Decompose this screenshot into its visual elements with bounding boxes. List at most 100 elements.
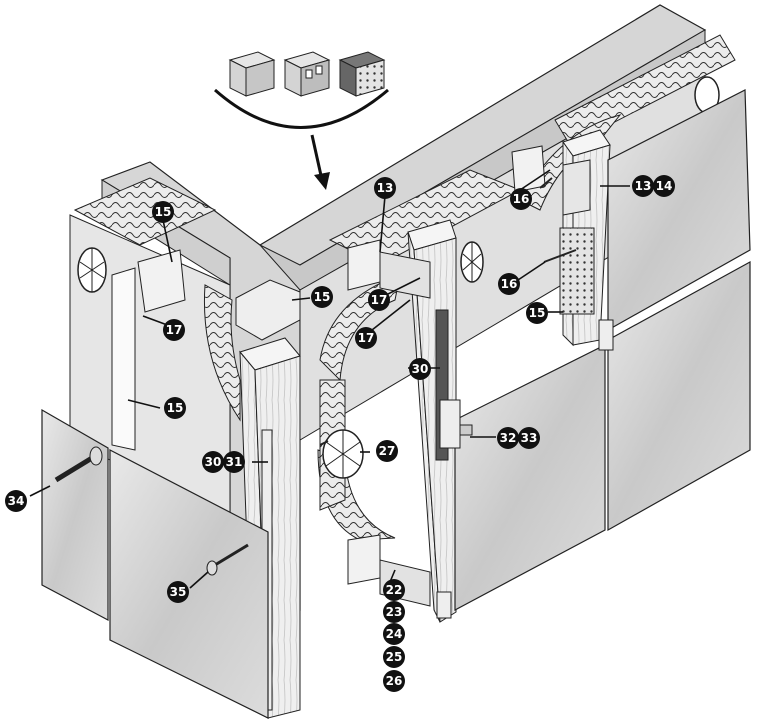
callout-17: 17 — [163, 319, 185, 341]
callout-15: 15 — [526, 302, 548, 324]
callout-label: 15 — [314, 290, 331, 304]
panel-clip — [598, 319, 614, 351]
callout-badge — [163, 319, 185, 341]
callout-label: 31 — [226, 455, 243, 469]
wall-bracket — [235, 279, 301, 341]
concrete-block-icon — [228, 51, 276, 97]
callout-26: 26 — [383, 670, 405, 692]
callout-badge — [5, 490, 27, 512]
callout-badge — [355, 327, 377, 349]
callout-badge — [167, 581, 189, 603]
panel-clip — [439, 399, 473, 449]
callout-label: 32 — [500, 431, 517, 445]
leader-lines — [29, 169, 630, 589]
callout-label: 34 — [8, 494, 25, 508]
screw-icon — [206, 543, 249, 576]
callout-label: 25 — [386, 650, 403, 664]
callout-badge — [383, 601, 405, 623]
arrow-head-icon — [314, 172, 330, 190]
arrow-down-icon — [310, 134, 324, 181]
callout-15: 15 — [164, 397, 186, 419]
callout-15: 15 — [152, 201, 174, 223]
wall-bracket — [137, 249, 186, 313]
callout-30: 30 — [409, 358, 431, 380]
callout-label: 17 — [358, 331, 375, 345]
callout-label: 30 — [412, 362, 429, 376]
callout-badge — [497, 427, 519, 449]
callout-35: 35 — [167, 581, 189, 603]
callout-34: 34 — [5, 490, 27, 512]
callout-label: 33 — [521, 431, 538, 445]
ventilation-wheel-icon — [460, 241, 484, 283]
callout-badge — [653, 175, 675, 197]
screw-icon — [539, 177, 553, 189]
callout-label: 35 — [170, 585, 187, 599]
callout-label: 30 — [205, 455, 222, 469]
ventilation-wheel-icon — [319, 429, 364, 479]
callout-22: 22 — [383, 579, 405, 601]
facade-panels — [41, 89, 751, 719]
callout-17: 17 — [355, 327, 377, 349]
callout-16: 16 — [510, 188, 532, 210]
callout-label: 23 — [386, 605, 403, 619]
callout-badge — [164, 397, 186, 419]
callout-badge — [383, 579, 405, 601]
callout-badge — [311, 286, 333, 308]
callout-label: 14 — [656, 179, 673, 193]
callout-label: 24 — [386, 627, 403, 641]
callout-14: 14 — [653, 175, 675, 197]
callout-31: 31 — [223, 451, 245, 473]
callout-13: 13 — [374, 177, 396, 199]
callout-13: 13 — [632, 175, 654, 197]
callout-27: 27 — [376, 440, 398, 462]
callout-badge — [202, 451, 224, 473]
callout-badge — [498, 273, 520, 295]
perforated-brick-icon — [338, 51, 386, 97]
callout-badge — [526, 302, 548, 324]
callout-badge — [376, 440, 398, 462]
callout-30: 30 — [202, 451, 224, 473]
callout-badge — [368, 289, 390, 311]
callout-badge — [152, 201, 174, 223]
callout-badge — [383, 646, 405, 668]
callout-badge — [223, 451, 245, 473]
callout-label: 15 — [167, 401, 184, 415]
callout-label: 13 — [635, 179, 652, 193]
material-samples — [214, 51, 389, 190]
callout-label: 22 — [386, 583, 403, 597]
callout-label: 17 — [371, 293, 388, 307]
panel-clip — [436, 591, 452, 619]
callout-badge — [383, 623, 405, 645]
callout-32: 32 — [497, 427, 519, 449]
hollow-block-icon — [283, 51, 331, 97]
rivet-icon — [54, 446, 103, 483]
ventilation-wheel-icon — [77, 247, 107, 293]
callout-group: 15 17 15 13 17 17 13 14 16 16 15 30 15 30 31 27 32 33 34 35… — [5, 175, 675, 692]
callout-23: 23 — [383, 601, 405, 623]
callout-label: 27 — [379, 444, 396, 458]
callout-badge — [632, 175, 654, 197]
callout-badge — [409, 358, 431, 380]
wall-bracket — [347, 239, 431, 299]
callout-25: 25 — [383, 646, 405, 668]
callout-label: 17 — [166, 323, 183, 337]
callout-label: 13 — [377, 181, 394, 195]
callout-24: 24 — [383, 623, 405, 645]
callout-badge — [518, 427, 540, 449]
callout-label: 15 — [529, 306, 546, 320]
wood-batten — [111, 267, 136, 451]
callout-16: 16 — [498, 273, 520, 295]
screw-icon — [543, 249, 577, 263]
callout-badge — [510, 188, 532, 210]
callout-17: 17 — [368, 289, 390, 311]
callout-label: 26 — [386, 674, 403, 688]
wall-bracket — [511, 145, 591, 216]
callout-badge — [383, 670, 405, 692]
callout-badge — [374, 177, 396, 199]
callout-label: 15 — [155, 205, 172, 219]
callout-33: 33 — [518, 427, 540, 449]
callout-label: 16 — [501, 277, 518, 291]
callout-15: 15 — [311, 286, 333, 308]
